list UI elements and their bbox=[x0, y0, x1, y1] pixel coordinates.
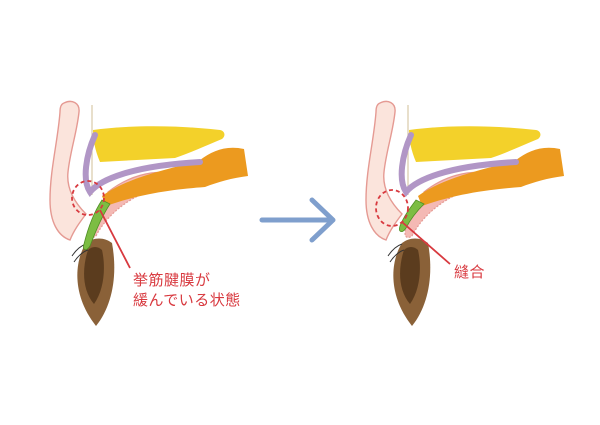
annotation-line-1: 挙筋腱膜が bbox=[133, 271, 211, 289]
annotation-line-2: 緩んでいる状態 bbox=[133, 291, 241, 309]
loose-tendon-annotation: 挙筋腱膜が 緩んでいる状態 bbox=[133, 270, 241, 310]
eyelid-after-illustration bbox=[366, 101, 564, 326]
suture-annotation: 縫合 bbox=[454, 263, 486, 281]
transition-arrow bbox=[259, 197, 336, 243]
eyelid-before-illustration bbox=[50, 101, 248, 326]
